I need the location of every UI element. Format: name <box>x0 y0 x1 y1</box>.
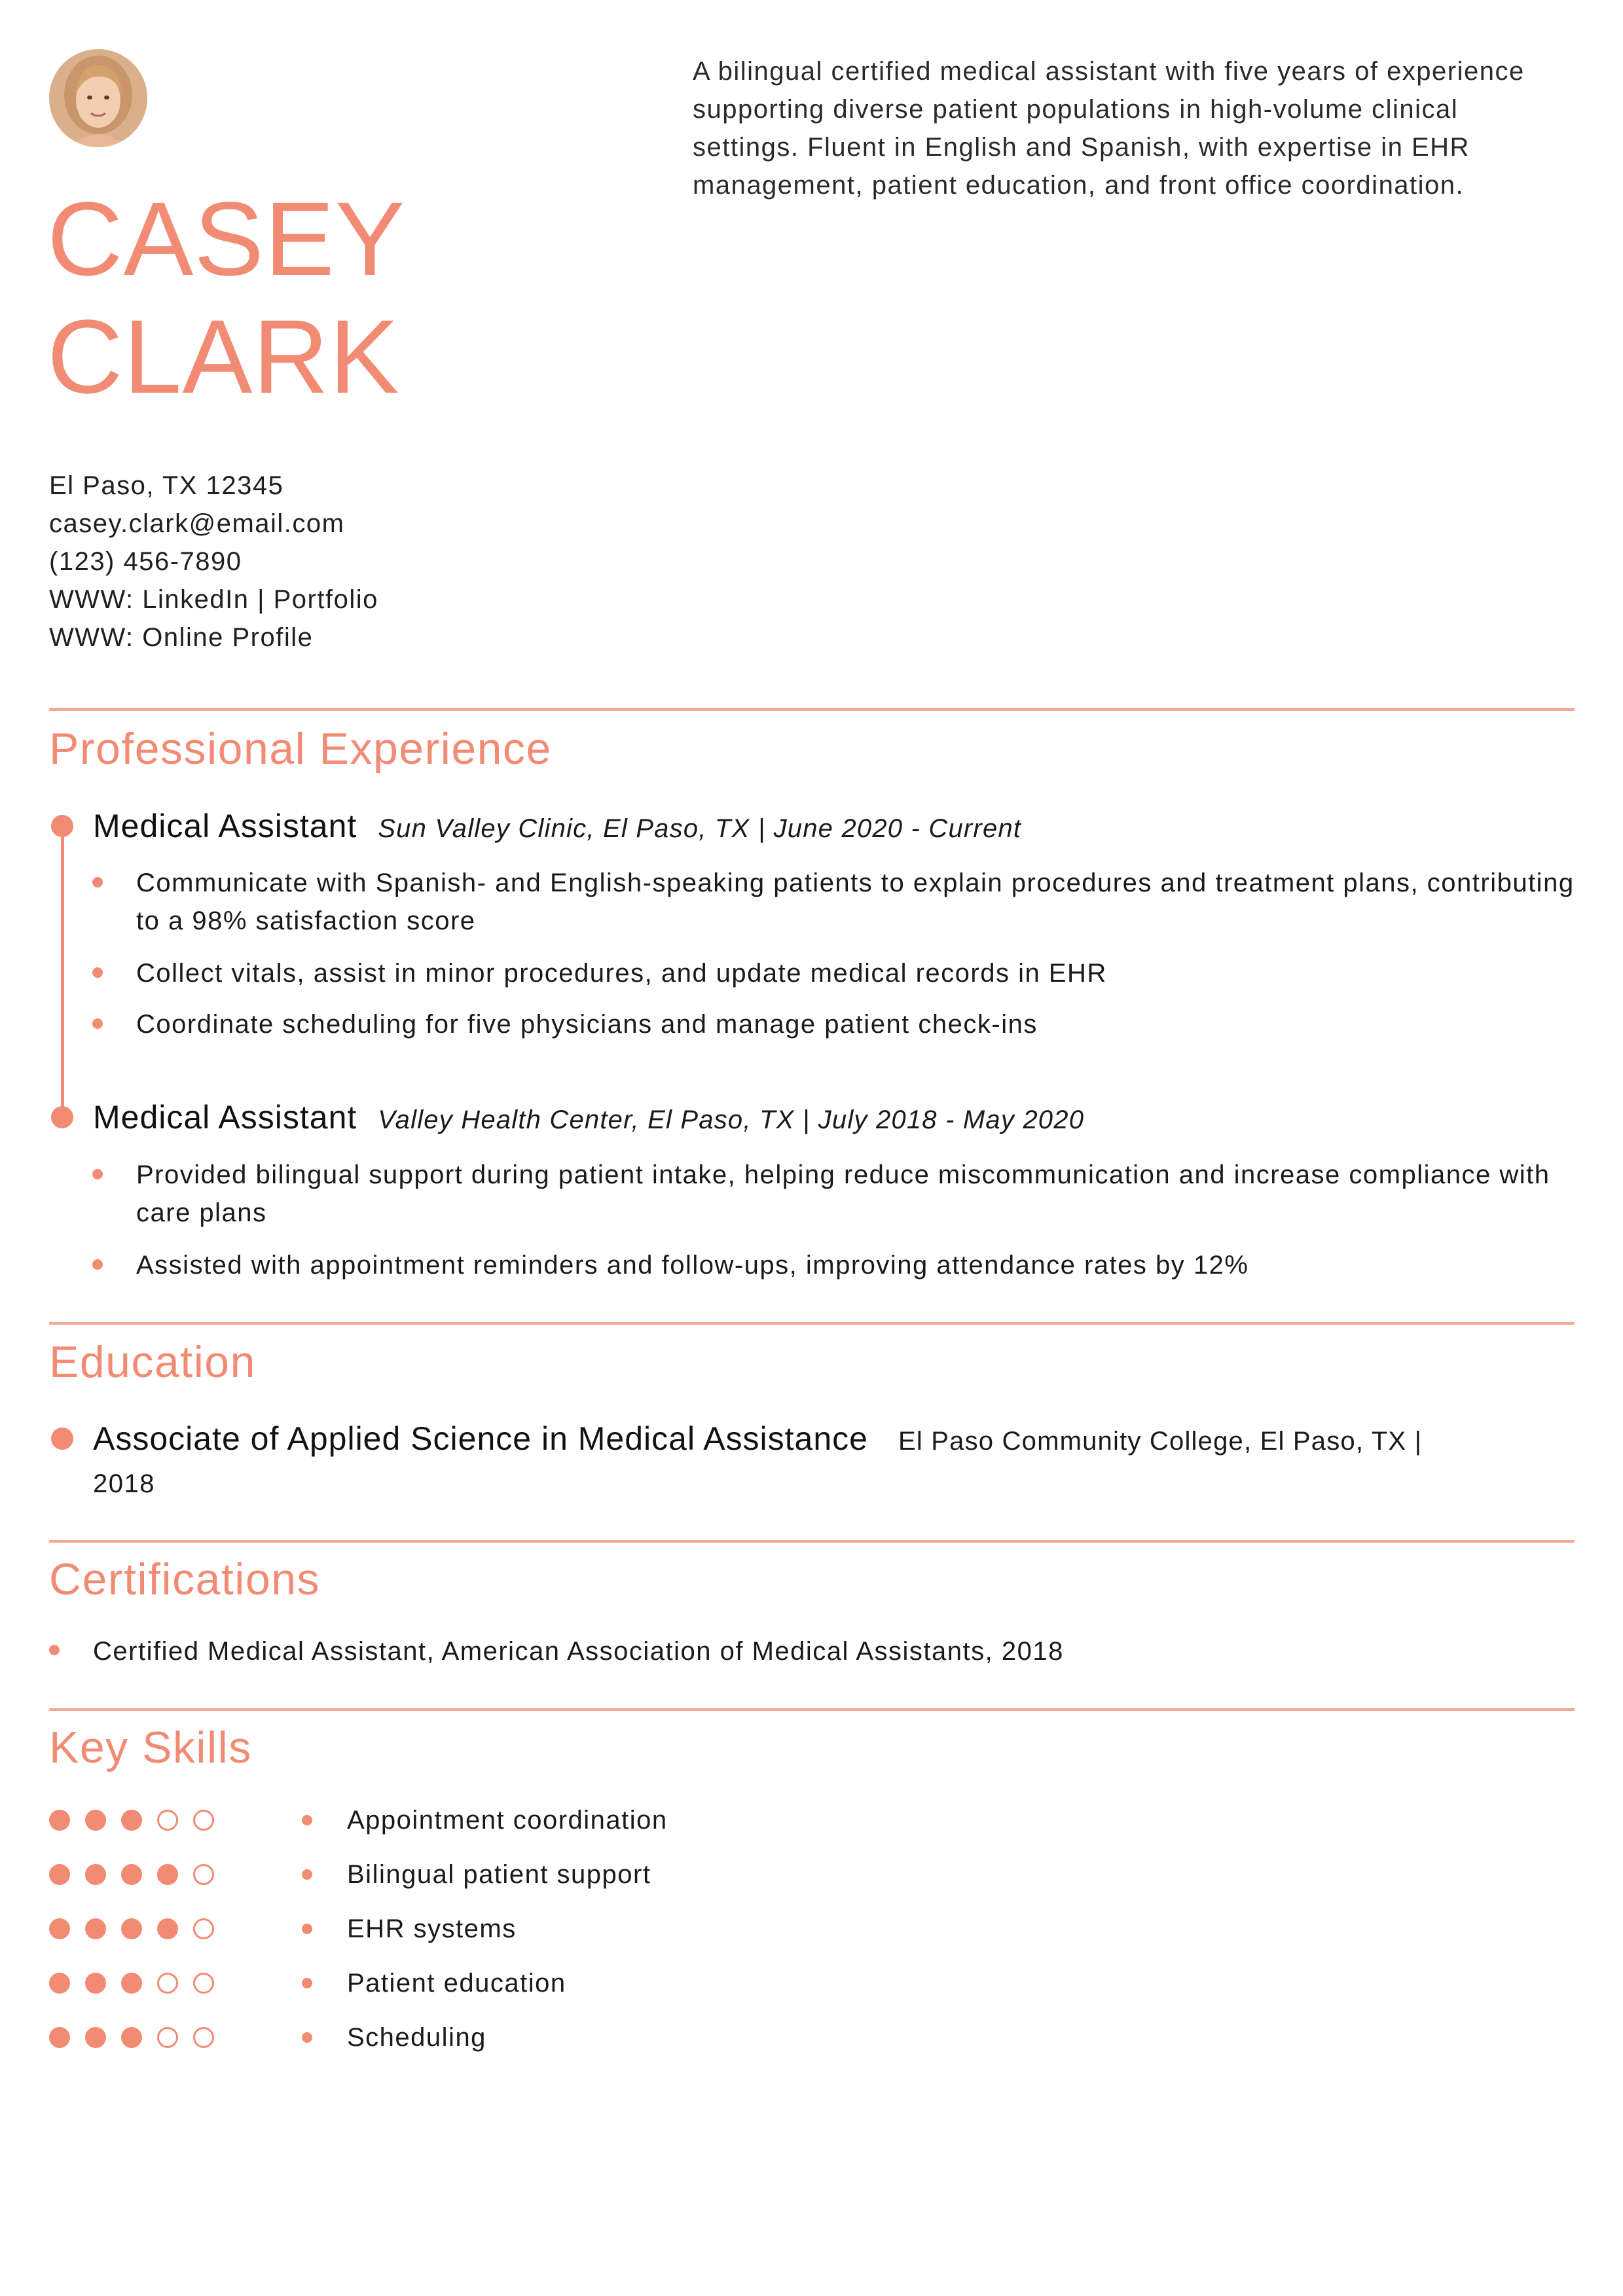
first-name: CASEY <box>47 180 406 297</box>
skill-label: Appointment coordination <box>347 1806 668 1835</box>
job-bullet: Assisted with appointment reminders and … <box>136 1251 1249 1280</box>
skill-dot-empty <box>157 2027 178 2048</box>
job-bullet: Collect vitals, assist in minor procedur… <box>136 959 1107 988</box>
bullet-dot <box>92 877 103 888</box>
skill-dot-empty <box>157 1973 178 1994</box>
bullet-dot <box>302 1978 312 1988</box>
section-divider <box>49 708 1575 711</box>
job-bullet: Communicate with Spanish- and English-sp… <box>136 869 1575 935</box>
skill-dot-empty <box>157 1810 178 1831</box>
skill-dot-filled <box>121 2027 142 2048</box>
experience-timeline <box>61 826 64 1117</box>
job-meta: Valley Health Center, El Paso, TX | July… <box>378 1105 1084 1134</box>
skill-dot-filled <box>121 1810 142 1831</box>
section-divider <box>49 1322 1575 1325</box>
skill-dot-empty <box>193 1918 214 1939</box>
timeline-dot <box>51 1106 73 1128</box>
skill-dot-filled <box>49 1810 70 1831</box>
www-prefix: WWW: <box>49 585 143 614</box>
skill-dot-filled <box>121 1918 142 1939</box>
bullet-dot <box>302 1815 312 1825</box>
skill-row: Bilingual patient support <box>49 1858 966 1891</box>
last-name: CLARK <box>47 298 400 415</box>
skill-dot-filled <box>85 2027 106 2048</box>
job-bullet: Provided bilingual support during patien… <box>136 1160 1550 1227</box>
bullet-dot <box>92 1259 103 1270</box>
section-title-skills: Key Skills <box>49 1723 252 1772</box>
skill-row: Appointment coordination <box>49 1804 966 1837</box>
skill-dot-empty <box>193 1973 214 1994</box>
skill-label: Patient education <box>347 1969 566 1998</box>
job-title: Medical Assistant <box>93 808 357 844</box>
job-bullet: Coordinate scheduling for five physician… <box>136 1010 1038 1039</box>
skill-dot-filled <box>85 1810 106 1831</box>
skill-dot-filled <box>85 1973 106 1994</box>
section-title-education: Education <box>49 1337 256 1387</box>
bullet-dot <box>92 1169 103 1179</box>
skill-dot-filled <box>121 1973 142 1994</box>
bullet-dot <box>92 967 103 978</box>
skill-row: Scheduling <box>49 2021 966 2054</box>
job-location: , El Paso, TX <box>631 1105 795 1134</box>
bullet-dot <box>49 1645 60 1655</box>
skill-label: EHR systems <box>347 1914 517 1943</box>
skill-row: Patient education <box>49 1967 966 2000</box>
skill-dot-filled <box>49 2027 70 2048</box>
bullet-dot <box>302 1924 312 1934</box>
skill-dot-filled <box>121 1864 142 1885</box>
contact-location: El Paso, TX 12345 <box>49 471 284 500</box>
profile-photo <box>49 49 147 147</box>
skill-row: EHR systems <box>49 1912 966 1945</box>
job-dates: | July 2018 - May 2020 <box>794 1105 1085 1134</box>
job-header: Medical Assistant Sun Valley Clinic, El P… <box>93 806 1021 848</box>
skill-label: Bilingual patient support <box>347 1860 651 1889</box>
skill-dot-filled <box>49 1973 70 1994</box>
bullet-dot <box>302 2032 312 2043</box>
contact-phone: (123) 456-7890 <box>49 547 242 576</box>
education-dot <box>51 1427 73 1450</box>
linkedin-link[interactable]: LinkedIn <box>142 585 249 614</box>
section-title-experience: Professional Experience <box>49 724 552 774</box>
degree-title: Associate of Applied Science in Medical … <box>93 1420 868 1457</box>
skill-label: Scheduling <box>347 2023 486 2052</box>
job-meta: Sun Valley Clinic, El Paso, TX | June 20… <box>378 814 1021 843</box>
contact-email[interactable]: casey.clark@email.com <box>49 509 345 538</box>
job-title: Medical Assistant <box>93 1099 357 1136</box>
contact-block: El Paso, TX 12345 casey.clark@email.com … <box>49 467 378 656</box>
contact-web-links: WWW: LinkedIn | Portfolio <box>49 581 378 619</box>
education-header: Associate of Applied Science in Medical … <box>93 1419 1422 1461</box>
skill-dot-empty <box>193 1864 214 1885</box>
section-title-certifications: Certifications <box>49 1554 321 1604</box>
skill-dot-filled <box>85 1864 106 1885</box>
skill-dot-filled <box>157 1864 178 1885</box>
job-location: , El Paso, TX <box>587 814 750 843</box>
job-header: Medical Assistant Valley Health Center, E… <box>93 1098 1084 1139</box>
skill-dot-empty <box>193 1810 214 1831</box>
job-employer: Valley Health Center <box>378 1105 632 1134</box>
skill-dot-filled <box>49 1918 70 1939</box>
section-divider <box>49 1540 1575 1543</box>
timeline-dot <box>51 815 73 837</box>
online-profile-link[interactable]: Online Profile <box>142 623 314 652</box>
job-employer: Sun Valley Clinic <box>378 814 587 843</box>
job-dates: | June 2020 - Current <box>750 814 1022 843</box>
link-separator: | <box>249 585 274 614</box>
contact-online-profile: WWW: Online Profile <box>49 619 378 656</box>
www-prefix: WWW: <box>49 623 143 652</box>
section-divider <box>49 1708 1575 1711</box>
bullet-dot <box>302 1869 312 1880</box>
profile-summary: A bilingual certified medical assistant … <box>693 57 1525 200</box>
skill-dot-filled <box>157 1918 178 1939</box>
skill-dot-filled <box>85 1918 106 1939</box>
education-school: El Paso Community College, El Paso, TX | <box>898 1427 1423 1456</box>
skill-dot-empty <box>193 2027 214 2048</box>
skill-dot-filled <box>49 1864 70 1885</box>
bullet-dot <box>92 1018 103 1029</box>
portfolio-link[interactable]: Portfolio <box>273 585 378 614</box>
education-year: 2018 <box>93 1469 155 1498</box>
certification-item: Certified Medical Assistant, American As… <box>93 1637 1064 1666</box>
